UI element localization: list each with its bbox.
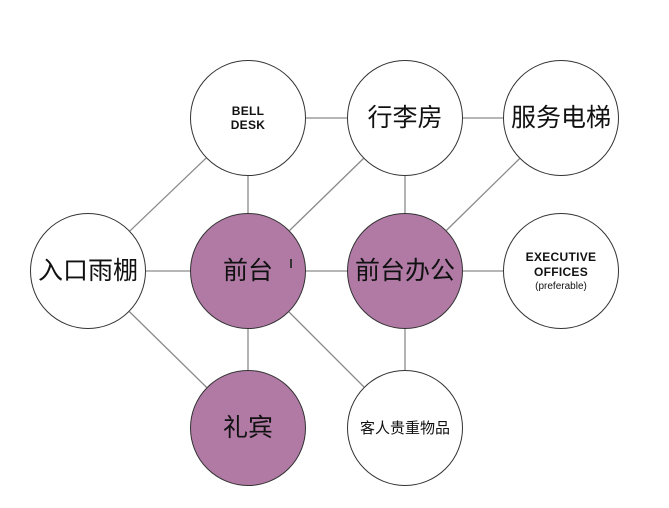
node-front-desk-label: 前台 <box>222 256 273 286</box>
node-front-office: 前台办公 <box>347 213 463 329</box>
node-bell-desk-line-1: BELL <box>231 103 265 118</box>
node-front-desk: 前台 <box>190 213 306 329</box>
connector-entrance_canopy-concierge <box>128 311 208 388</box>
node-executive-offices-line-1: EXECUTIVE <box>525 250 597 265</box>
connector-bell_desk-entrance_canopy <box>129 157 207 232</box>
node-luggage-room-label: 行李房 <box>367 103 443 133</box>
node-service-elevator: 服务电梯 <box>503 60 619 176</box>
node-front-office-label: 前台办公 <box>354 256 455 286</box>
node-executive-offices-line-2: OFFICES <box>533 264 589 279</box>
node-executive-offices-note: (preferable) <box>535 280 587 292</box>
node-service-elevator-label: 服务电梯 <box>510 103 611 133</box>
node-concierge-label: 礼宾 <box>222 413 273 443</box>
connector-service_elevator-front_office <box>445 158 521 231</box>
node-entrance-canopy: 入口雨棚 <box>30 213 146 329</box>
node-concierge: 礼宾 <box>190 370 306 486</box>
node-guest-valuables: 客人贵重物品 <box>347 370 463 486</box>
connector-front_desk-valuables <box>288 311 365 388</box>
connector-luggage_room-front_desk <box>289 158 364 231</box>
node-bell-desk: BELL DESK <box>190 60 306 176</box>
node-executive-offices: EXECUTIVE OFFICES (preferable) <box>503 213 619 329</box>
tick-mark <box>290 259 292 268</box>
node-entrance-canopy-label: 入口雨棚 <box>37 256 138 286</box>
node-guest-valuables-label: 客人贵重物品 <box>359 418 450 437</box>
node-luggage-room: 行李房 <box>347 60 463 176</box>
node-bell-desk-line-2: DESK <box>230 118 266 132</box>
